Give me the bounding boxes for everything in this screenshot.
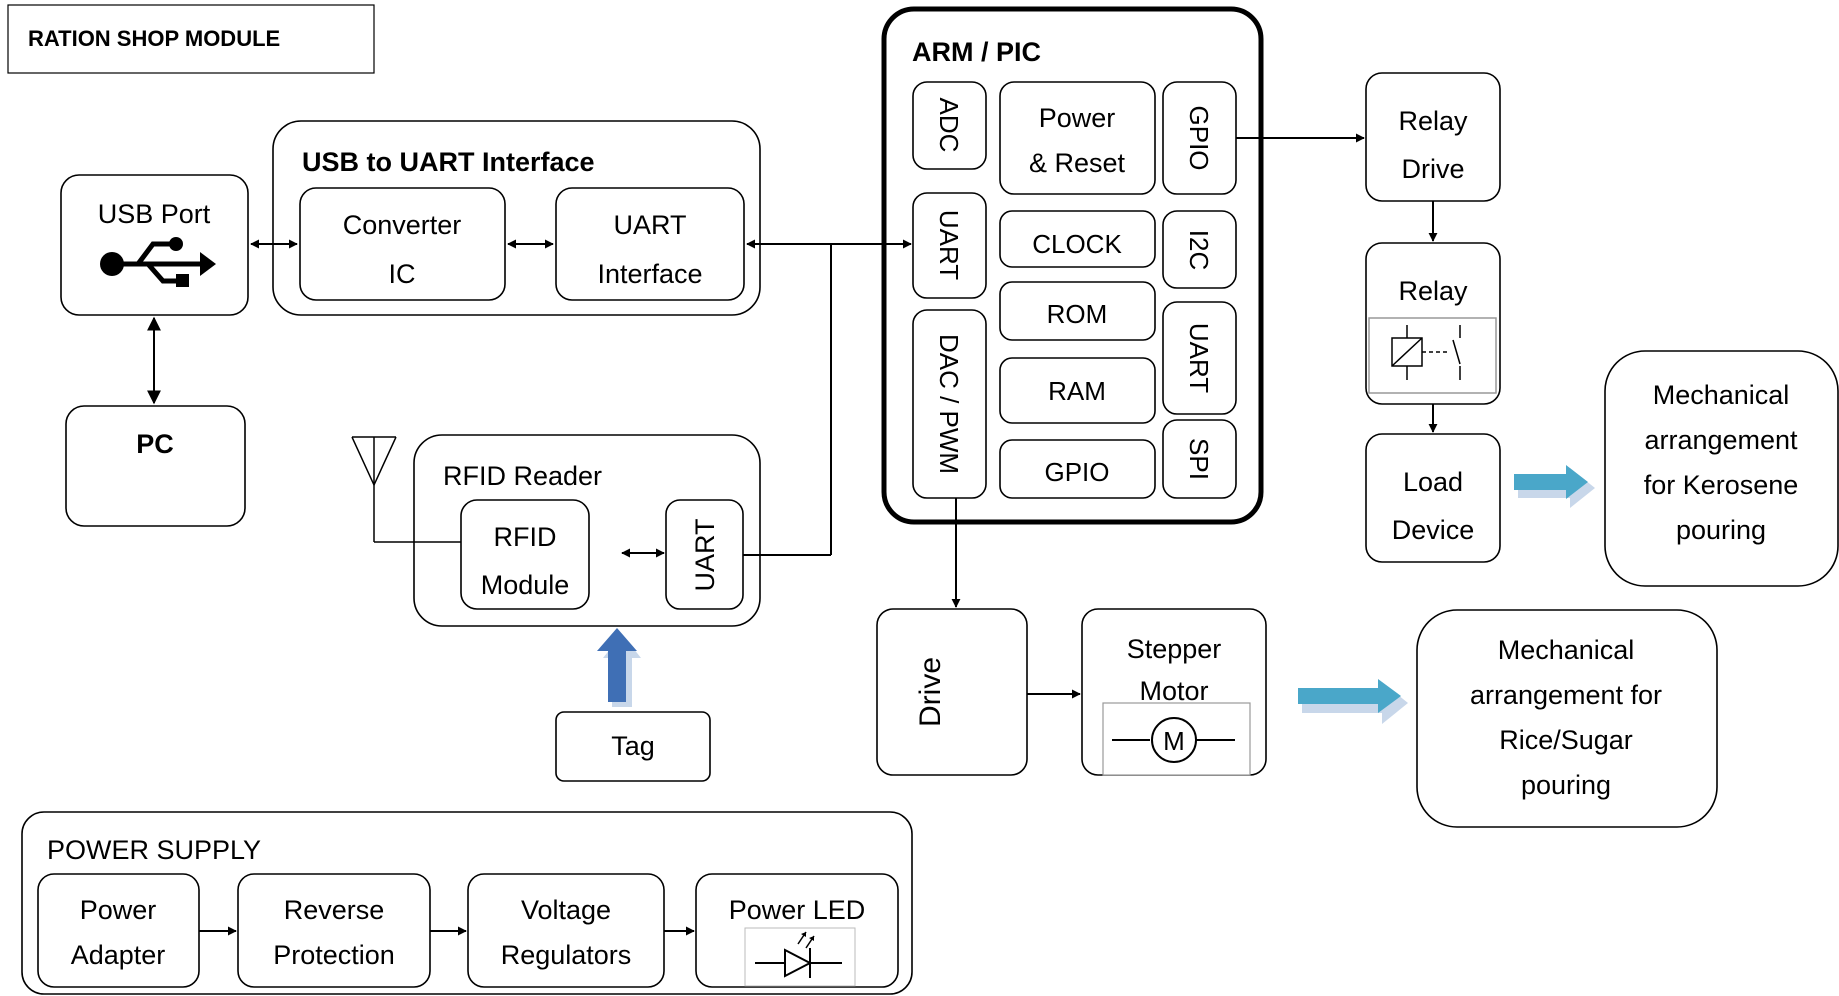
mcu-title: ARM / PIC xyxy=(912,37,1041,67)
tag-label: Tag xyxy=(611,731,655,761)
mcu-dac-pwm: DAC / PWM xyxy=(934,334,964,474)
load-device-block: Load Device xyxy=(1365,433,1501,563)
mechanical-kerosene-block: Mechanical arrangement for Kerosene pour… xyxy=(1604,350,1839,587)
mcu-power-line2: & Reset xyxy=(1029,148,1126,178)
power-led-label: Power LED xyxy=(729,895,866,925)
mcu-ram: RAM xyxy=(1048,376,1106,406)
kerosene-line3: for Kerosene xyxy=(1644,470,1799,500)
mcu-clock: CLOCK xyxy=(1032,229,1122,259)
kerosene-line2: arrangement xyxy=(1644,425,1798,455)
pc-block: PC xyxy=(65,405,246,527)
load-line2: Device xyxy=(1392,515,1475,545)
mcu-uart-right: UART xyxy=(1184,323,1214,393)
kerosene-line4: pouring xyxy=(1676,515,1766,545)
mechanical-rice-block: Mechanical arrangement for Rice/Sugar po… xyxy=(1416,609,1718,828)
usb-port-label: USB Port xyxy=(98,199,211,229)
kerosene-line1: Mechanical xyxy=(1653,380,1790,410)
mcu-rom: ROM xyxy=(1047,299,1108,329)
relay-drive-block: Relay Drive xyxy=(1365,72,1501,202)
relay-drive-line2: Drive xyxy=(1401,154,1464,184)
stepper-line2: Motor xyxy=(1139,676,1208,706)
rice-line3: Rice/Sugar xyxy=(1499,725,1633,755)
rfid-uart-label: UART xyxy=(690,518,720,591)
relay-drive-line1: Relay xyxy=(1398,106,1468,136)
power-supply-title: POWER SUPPLY xyxy=(47,835,261,865)
converter-line2: IC xyxy=(389,259,416,289)
voltage-line2: Regulators xyxy=(501,940,632,970)
rfid-reader-title: RFID Reader xyxy=(443,461,602,491)
load-to-kerosene-arrow xyxy=(1514,465,1595,508)
mcu-gpio-bottom: GPIO xyxy=(1044,457,1109,487)
tag-to-rfid-arrow xyxy=(597,628,641,707)
rfid-module-line1: RFID xyxy=(494,522,557,552)
drive-block: Drive xyxy=(876,608,1028,776)
stepper-line1: Stepper xyxy=(1127,634,1222,664)
load-line1: Load xyxy=(1403,467,1463,497)
usb-port-block: USB Port xyxy=(60,174,249,316)
voltage-line1: Voltage xyxy=(521,895,611,925)
mcu-i2c: I2C xyxy=(1184,230,1214,270)
title-box: RATION SHOP MODULE xyxy=(7,4,375,74)
adapter-line1: Power xyxy=(80,895,157,925)
motor-symbol: M xyxy=(1163,726,1185,756)
converter-line1: Converter xyxy=(343,210,462,240)
mcu-adc: ADC xyxy=(934,98,964,153)
stepper-motor-block: Stepper Motor M xyxy=(1081,608,1267,776)
mcu-power-line1: Power xyxy=(1039,103,1116,133)
power-supply-block: POWER SUPPLY Power Adapter Reverse Prote… xyxy=(21,811,913,995)
uart-interface-line2: Interface xyxy=(597,259,702,289)
rfid-reader-block: RFID Reader RFID Module UART xyxy=(413,434,761,627)
rfid-module-line2: Module xyxy=(481,570,570,600)
mcu-spi: SPI xyxy=(1184,438,1214,480)
uart-interface-line1: UART xyxy=(613,210,686,240)
adapter-line2: Adapter xyxy=(71,940,166,970)
pc-label: PC xyxy=(136,429,174,459)
motor-icon: M xyxy=(1102,702,1251,776)
rice-line1: Mechanical xyxy=(1498,635,1635,665)
usb-uart-title: USB to UART Interface xyxy=(302,147,595,177)
reverse-line1: Reverse xyxy=(284,895,385,925)
mcu-gpio-top: GPIO xyxy=(1184,105,1214,170)
stepper-to-rice-arrow xyxy=(1298,679,1408,724)
antenna-icon xyxy=(351,436,461,543)
usb-icon xyxy=(100,237,216,287)
tag-block: Tag xyxy=(555,711,711,782)
diagram-title: RATION SHOP MODULE xyxy=(28,26,280,51)
usb-uart-interface-block: USB to UART Interface Converter IC UART … xyxy=(272,120,761,316)
mcu-block: ARM / PIC ADC UART DAC / PWM Power & Res… xyxy=(881,6,1264,525)
relay-coil-icon xyxy=(1368,317,1497,394)
uart-bus-connectors xyxy=(743,239,912,556)
drive-label: Drive xyxy=(914,657,947,727)
reverse-line2: Protection xyxy=(273,940,395,970)
mcu-uart-left: UART xyxy=(934,210,964,280)
led-diode-icon xyxy=(744,927,856,987)
rice-line4: pouring xyxy=(1521,770,1611,800)
relay-block: Relay xyxy=(1365,242,1501,405)
rice-line2: arrangement for xyxy=(1470,680,1662,710)
relay-label: Relay xyxy=(1398,276,1468,306)
